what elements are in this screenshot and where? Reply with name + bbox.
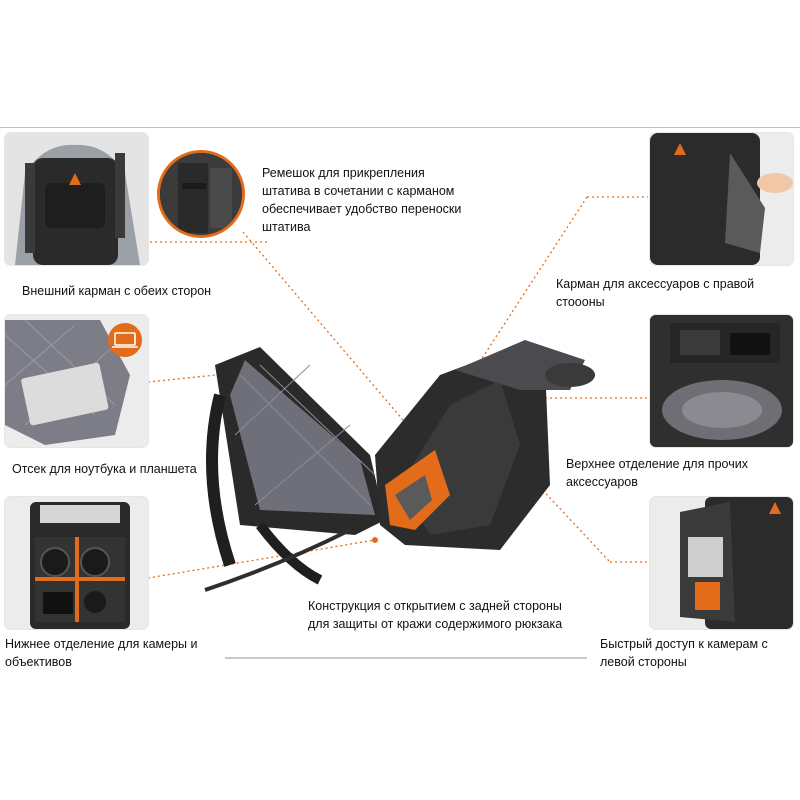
accessory-pocket-caption: Карман для аксессуаров с правой стоооны	[556, 277, 755, 309]
tripod-strap-caption: Ремешок для прикрепления штатива в сочет…	[262, 166, 462, 234]
tripod-strap-photo	[157, 150, 245, 238]
side-access-caption: Быстрый доступ к камерам с левой стороны	[600, 637, 768, 669]
top-divider	[0, 127, 800, 128]
top-compartment-photo	[650, 315, 793, 447]
top-compartment-caption: Верхнее отделение для прочих аксессуаров	[566, 457, 748, 489]
side-access-photo	[650, 497, 793, 629]
bottom-divider	[225, 657, 587, 659]
outer-pocket-caption: Внешний карман с обеих сторон	[22, 284, 212, 298]
laptop-compartment-photo	[5, 315, 148, 447]
accessory-pocket-photo	[650, 133, 793, 265]
open-backpack-photo	[200, 335, 610, 600]
back-opening-caption: Конструкция с открытием с задней стороны…	[308, 599, 563, 631]
outer-pocket-photo	[5, 133, 148, 265]
camera-compartment-caption: Нижнее отделение для камеры и объективов	[5, 637, 198, 669]
camera-compartment-photo	[5, 497, 148, 629]
laptop-compartment-caption: Отсек для ноутбука и планшета	[12, 462, 197, 476]
